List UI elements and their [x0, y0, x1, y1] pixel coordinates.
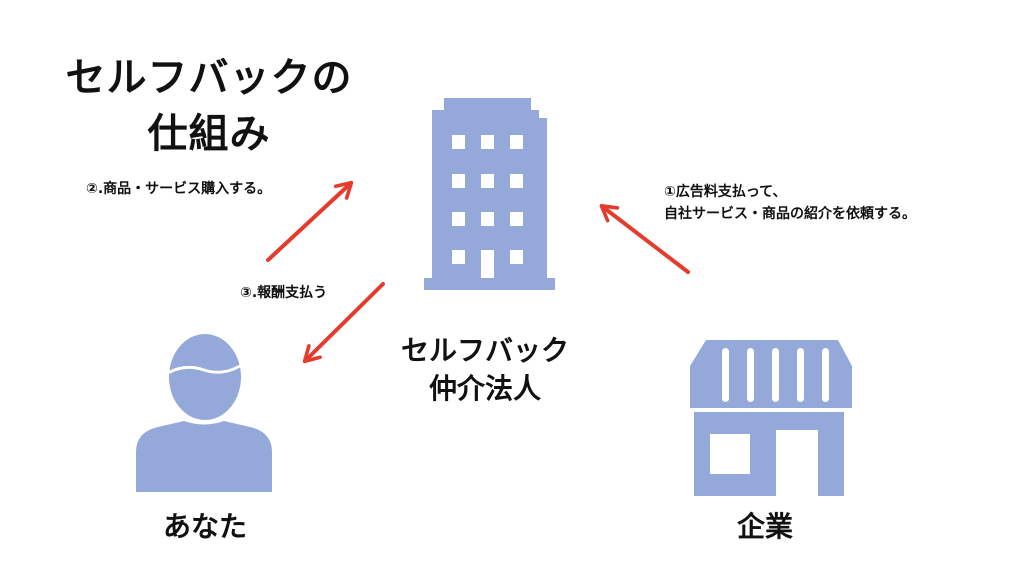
office-building-icon — [424, 98, 555, 290]
page-title: セルフバックの 仕組み — [54, 50, 364, 162]
step-2-label: ②.商品・サービス購入する。 — [86, 181, 272, 197]
step-3-label: ③.報酬支払う — [240, 285, 328, 301]
step-1-label: ①広告料支払って、 自社サービス・商品の紹介を依頼する。 — [664, 181, 916, 225]
title-line-1: セルフバックの — [65, 55, 353, 101]
arrow-ad-fee — [599, 203, 690, 274]
arrow-reward — [302, 282, 385, 364]
you-label: あなた — [162, 510, 247, 543]
corporation-label: セルフバック 仲介法人 — [380, 332, 590, 408]
title-line-2: 仕組み — [147, 111, 271, 157]
storefront-icon — [690, 340, 852, 496]
step-1-line-1: ①広告料支払って、 — [664, 184, 787, 200]
step-1-line-2: 自社サービス・商品の紹介を依頼する。 — [664, 206, 916, 222]
arrow-purchase — [266, 180, 354, 262]
person-icon — [136, 334, 272, 492]
corporation-label-line-1: セルフバック — [400, 334, 569, 367]
corporation-label-line-2: 仲介法人 — [428, 372, 541, 405]
company-label: 企業 — [736, 510, 793, 543]
